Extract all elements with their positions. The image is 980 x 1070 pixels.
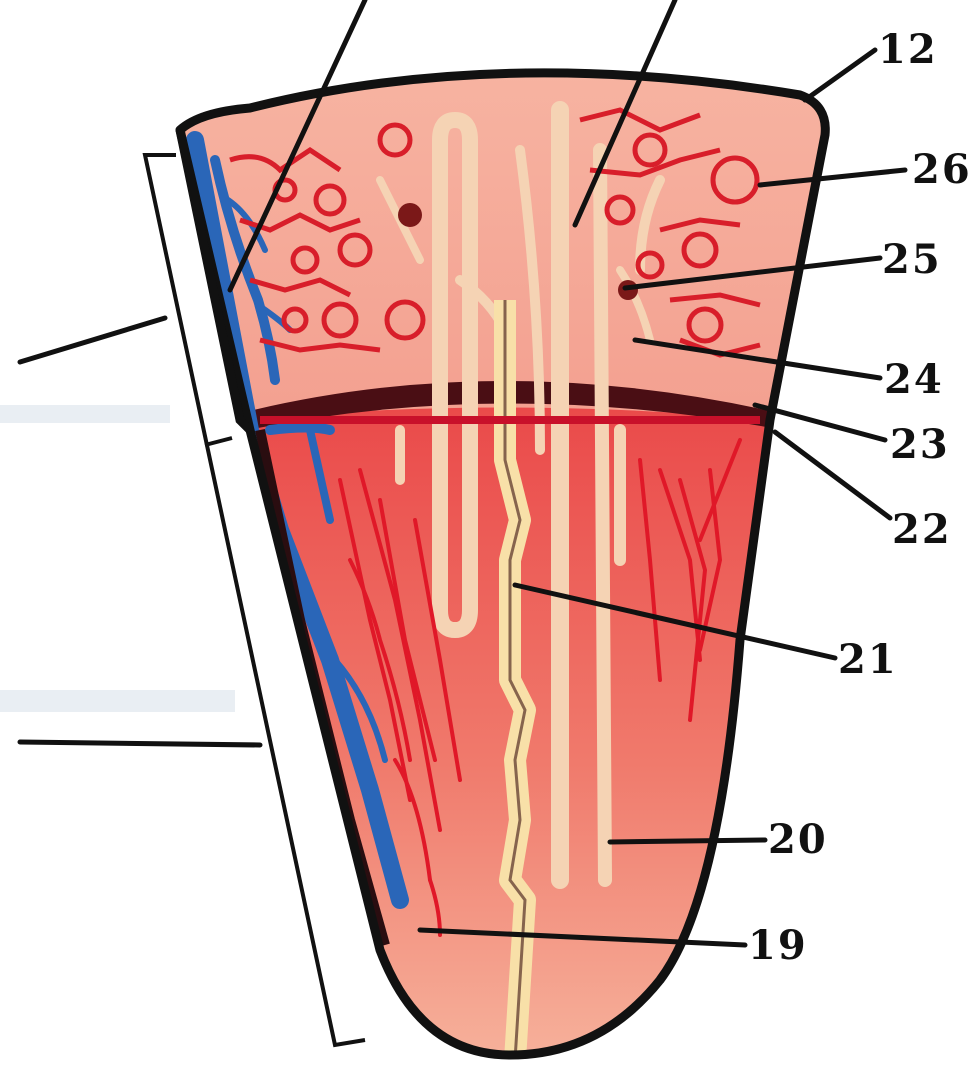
label-24: 24 [884,360,944,400]
label-23: 23 [890,425,950,465]
label-22: 22 [892,510,952,550]
label-12: 12 [878,30,938,70]
faded-labels [0,405,235,712]
label-20: 20 [768,820,828,860]
glomerulus-dark [398,203,422,227]
label-25: 25 [882,240,942,280]
label-21: 21 [838,640,898,680]
label-19: 19 [748,926,808,966]
label-26: 26 [912,150,972,190]
